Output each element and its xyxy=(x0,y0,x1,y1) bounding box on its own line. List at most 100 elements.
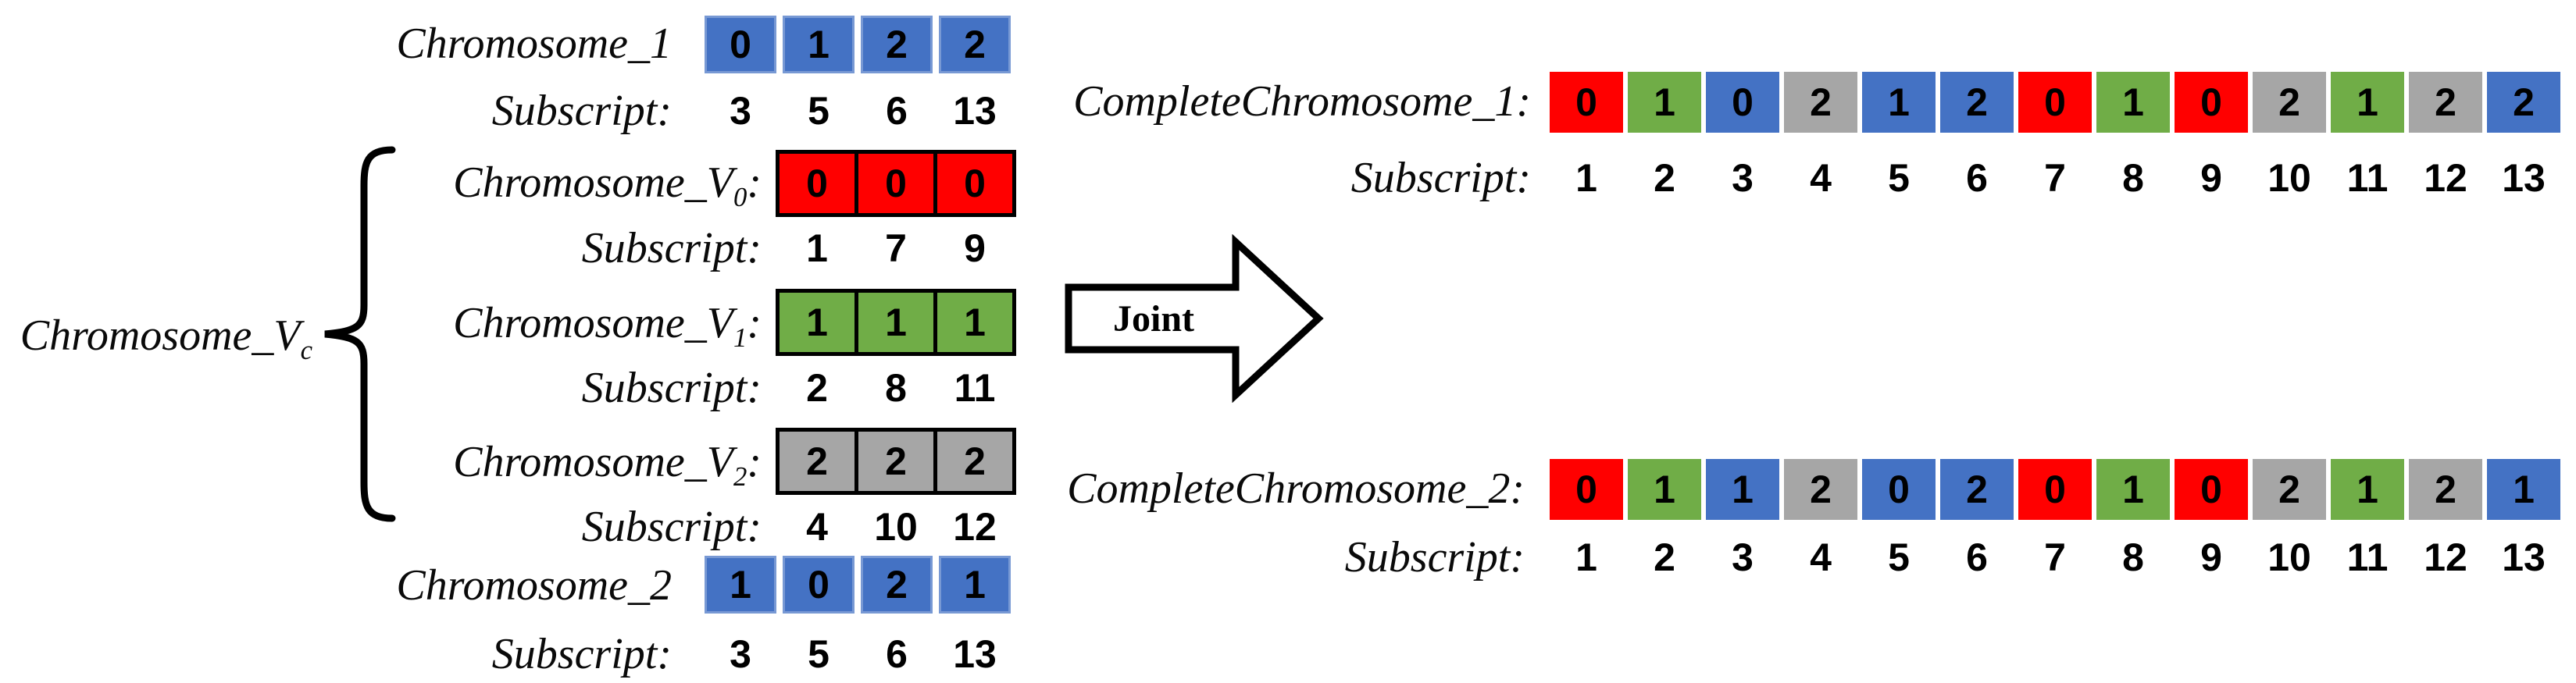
gene-cell-blue: 0 xyxy=(783,556,855,614)
subscript-value: 5 xyxy=(808,89,830,133)
gene-cell-red: 0 xyxy=(2018,459,2092,520)
subscript-value: 6 xyxy=(1966,535,1988,579)
gene-cell-red: 0 xyxy=(1550,72,1623,133)
chromosome-v2-subscripts: 4 10 12 xyxy=(780,503,1012,550)
gene-cell-red: 0 xyxy=(780,154,855,213)
gene-cell-gray: 2 xyxy=(2409,459,2482,520)
chromosome-v1-subscripts: 2 8 11 xyxy=(780,365,1012,411)
subscript-label: Subscript: xyxy=(491,630,672,678)
gene-cell-gray: 2 xyxy=(855,432,933,491)
curly-brace xyxy=(324,146,396,522)
gene-cell-red: 0 xyxy=(2175,459,2248,520)
subscript-label: Subscript: xyxy=(491,87,672,135)
subscript-value: 2 xyxy=(1654,535,1675,579)
subscript-value: 3 xyxy=(730,632,751,676)
gene-cell-green: 1 xyxy=(2096,459,2170,520)
gene-cell-blue: 2 xyxy=(1940,459,2014,520)
gene-cell-green: 1 xyxy=(855,293,933,352)
subscript-value: 13 xyxy=(2502,535,2546,579)
subscript-value: 3 xyxy=(1732,535,1754,579)
gene-cell-gray: 2 xyxy=(2409,72,2482,133)
subscript-value: 1 xyxy=(806,226,828,270)
gene-cell-red: 0 xyxy=(2018,72,2092,133)
subscript-value: 1 xyxy=(1575,156,1597,200)
chromosome-v1-label: Chromosome_V1: xyxy=(297,299,762,351)
chromosome-v2-label-base: Chromosome_V xyxy=(453,438,733,486)
subscript-value: 4 xyxy=(1810,535,1832,579)
chromosome-v1-label-sub: 1 xyxy=(733,322,747,354)
gene-cell-green: 1 xyxy=(1628,459,1701,520)
subscript-value: 9 xyxy=(964,226,986,270)
gene-cell-red: 0 xyxy=(2175,72,2248,133)
subscript-value: 3 xyxy=(730,89,751,133)
gene-cell-blue: 1 xyxy=(1862,72,1936,133)
subscript-value: 4 xyxy=(1810,156,1832,200)
gene-cell-red: 0 xyxy=(855,154,933,213)
subscript-value: 7 xyxy=(2044,535,2066,579)
gene-cell-blue: 2 xyxy=(1940,72,2014,133)
gene-cell-blue: 1 xyxy=(1706,459,1779,520)
subscript-value: 11 xyxy=(954,366,996,410)
gene-cell-blue: 0 xyxy=(1706,72,1779,133)
chromosome-v0-subscripts: 1 7 9 xyxy=(780,225,1012,272)
subscript-value: 12 xyxy=(2424,156,2467,200)
subscript-value: 12 xyxy=(953,505,997,549)
chromosome-v2-label-colon: : xyxy=(747,438,762,486)
subscript-value: 1 xyxy=(1575,535,1597,579)
gene-cell-gray: 2 xyxy=(2253,72,2326,133)
subscript-value: 6 xyxy=(886,632,908,676)
subscript-value: 8 xyxy=(2122,535,2144,579)
subscript-value: 3 xyxy=(1732,156,1754,200)
gene-cell-blue: 2 xyxy=(861,556,933,614)
subscript-label: Subscript: xyxy=(581,224,762,272)
gene-cell-blue: 1 xyxy=(705,556,776,614)
gene-cell-blue: 1 xyxy=(939,556,1011,614)
gene-cell-blue: 2 xyxy=(939,16,1011,73)
subscript-value: 7 xyxy=(885,226,907,270)
chromosome-vc-label-base: Chromosome_V xyxy=(20,311,301,360)
gene-cell-green: 1 xyxy=(2331,72,2404,133)
subscript-label: Subscript: xyxy=(581,364,762,412)
gene-cell-green: 1 xyxy=(780,293,855,352)
subscript-value: 10 xyxy=(2267,156,2311,200)
subscript-label: Subscript: xyxy=(1344,533,1525,582)
gene-cell-gray: 2 xyxy=(1784,72,1857,133)
complete-chromosome-2-label: CompleteChromosome_2: xyxy=(1067,464,1525,513)
chromosome-v1-label-colon: : xyxy=(747,299,762,347)
gene-cell-blue: 1 xyxy=(783,16,855,73)
subscript-value: 2 xyxy=(806,366,828,410)
gene-cell-green: 1 xyxy=(2096,72,2170,133)
gene-cell-red: 0 xyxy=(1550,459,1623,520)
subscript-label: Subscript: xyxy=(1350,154,1531,202)
subscript-value: 5 xyxy=(1888,535,1910,579)
subscript-value: 9 xyxy=(2200,535,2222,579)
gene-cell-green: 1 xyxy=(2331,459,2404,520)
subscript-value: 4 xyxy=(806,505,828,549)
chromosome-2-label: Chromosome_2 xyxy=(396,561,672,610)
subscript-value: 10 xyxy=(874,505,918,549)
chromosome-v0-label-sub: 0 xyxy=(733,182,747,213)
chromosome-v2-label-sub: 2 xyxy=(733,461,747,493)
gene-cell-blue: 2 xyxy=(2487,72,2560,133)
subscript-value: 12 xyxy=(2424,535,2467,579)
gene-cell-gray: 2 xyxy=(1784,459,1857,520)
gene-cell-blue: 1 xyxy=(2487,459,2560,520)
subscript-value: 8 xyxy=(885,366,907,410)
gene-cell-gray: 2 xyxy=(2253,459,2326,520)
subscript-value: 11 xyxy=(2346,535,2389,579)
subscript-value: 6 xyxy=(1966,156,1988,200)
chromosome-v2-label: Chromosome_V2: xyxy=(297,438,762,490)
subscript-value: 5 xyxy=(1888,156,1910,200)
chromosome-v1-label-base: Chromosome_V xyxy=(453,299,733,347)
joint-arrow-label: Joint xyxy=(1112,298,1194,340)
subscript-value: 13 xyxy=(2502,156,2546,200)
